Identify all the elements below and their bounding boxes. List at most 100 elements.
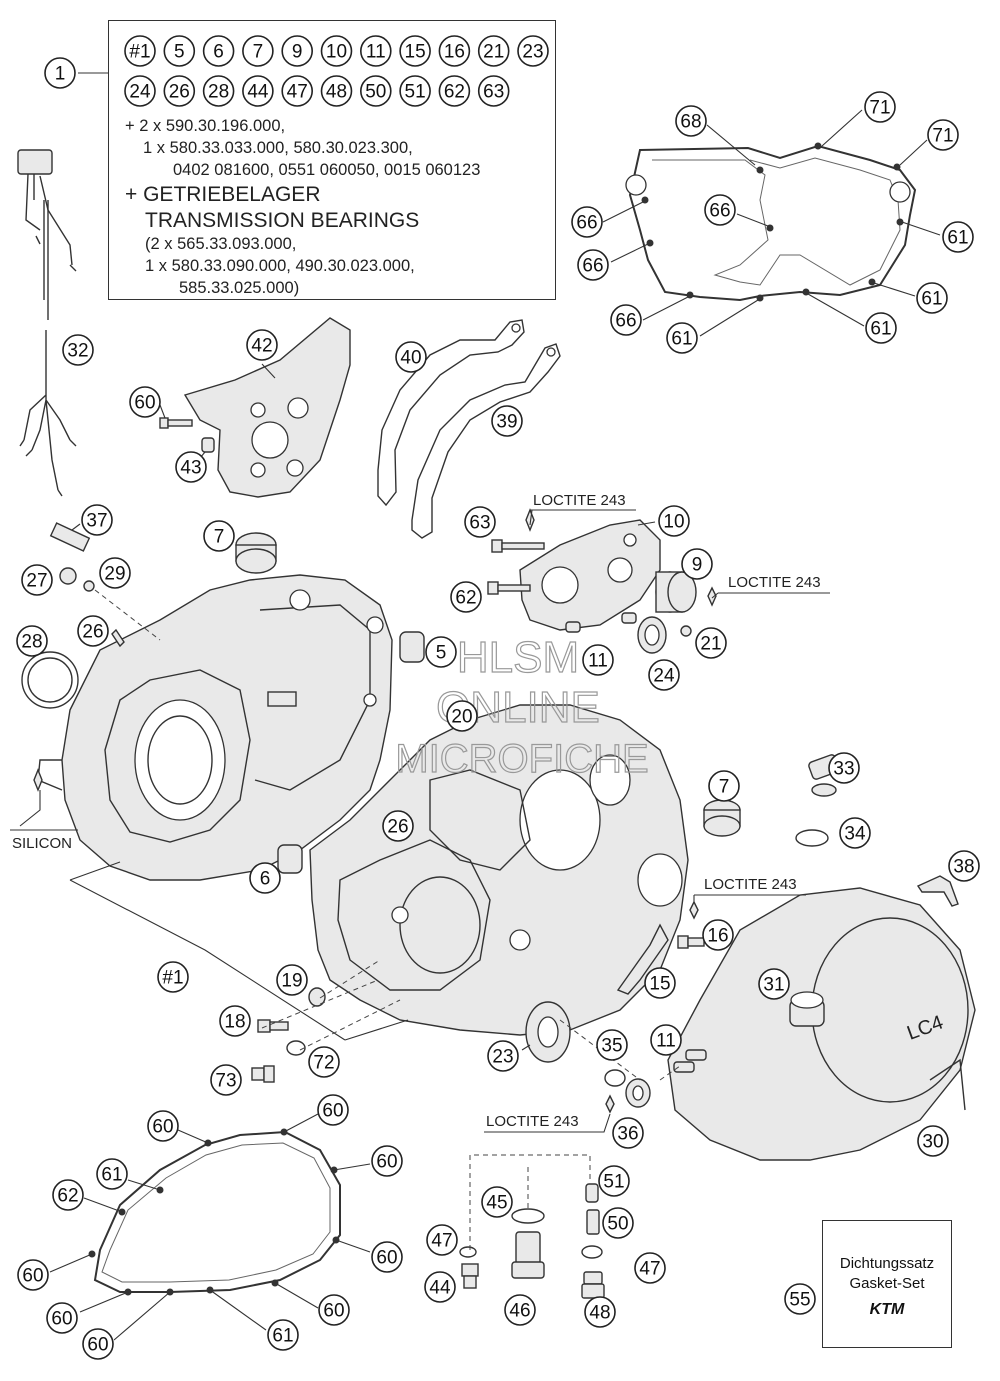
callout-19: 7 bbox=[203, 520, 235, 552]
svg-text:45: 45 bbox=[486, 1193, 507, 1214]
svg-text:29: 29 bbox=[104, 564, 125, 585]
oring-34 bbox=[795, 829, 829, 847]
svg-text:1: 1 bbox=[55, 64, 66, 85]
callout-60: 47 bbox=[426, 1224, 458, 1256]
kit-part-row1-9: 21 bbox=[477, 35, 510, 67]
callout-61: 60 bbox=[371, 1241, 403, 1273]
callout-16: 61 bbox=[666, 322, 698, 354]
needle-bearing-9 bbox=[655, 571, 697, 613]
kit-part-row1-0: #1 bbox=[124, 35, 156, 67]
svg-text:21: 21 bbox=[700, 634, 721, 655]
bolt-73 bbox=[251, 1065, 275, 1083]
svg-text:23: 23 bbox=[492, 1047, 513, 1068]
callout-0: 1 bbox=[44, 57, 76, 89]
kit-part-row1-2: 6 bbox=[202, 35, 235, 67]
callout-58: 45 bbox=[481, 1186, 513, 1218]
assembly-bracket-1 bbox=[69, 861, 409, 1041]
kit-part-row2-4: 47 bbox=[281, 75, 313, 107]
callout-36: 26 bbox=[382, 810, 414, 842]
svg-text:62: 62 bbox=[444, 82, 465, 103]
callout-8: 71 bbox=[864, 91, 896, 123]
callout-64: 44 bbox=[424, 1271, 456, 1303]
left-crankcase-half bbox=[19, 574, 393, 881]
svg-text:47: 47 bbox=[639, 1259, 660, 1280]
kit-part-row2-3: 44 bbox=[242, 75, 274, 107]
svg-text:11: 11 bbox=[366, 42, 386, 63]
svg-text:61: 61 bbox=[870, 319, 891, 340]
piston-51 bbox=[585, 1183, 599, 1203]
svg-text:38: 38 bbox=[953, 857, 974, 878]
kit-part-row2-9: 63 bbox=[477, 75, 510, 107]
svg-text:68: 68 bbox=[680, 112, 701, 133]
svg-text:60: 60 bbox=[22, 1266, 43, 1287]
oring-45 bbox=[511, 1208, 545, 1224]
svg-text:5: 5 bbox=[436, 643, 447, 664]
callout-63: 60 bbox=[17, 1259, 49, 1291]
callout-67: 55 bbox=[784, 1283, 816, 1315]
svg-text:27: 27 bbox=[26, 571, 47, 592]
bearing-holder-10 bbox=[519, 519, 661, 631]
svg-text:30: 30 bbox=[922, 1132, 943, 1153]
svg-text:50: 50 bbox=[607, 1214, 628, 1235]
assembly-dashline-a bbox=[261, 959, 401, 1051]
clip-15 bbox=[616, 923, 669, 995]
kit-part-row1-4: 9 bbox=[281, 35, 313, 67]
oil-strainer-46 bbox=[511, 1231, 545, 1279]
svg-text:50: 50 bbox=[365, 82, 386, 103]
silicon-label: SILICON bbox=[10, 829, 78, 852]
callout-37: 6 bbox=[249, 862, 281, 894]
callout-68: 60 bbox=[318, 1294, 350, 1326]
svg-text:71: 71 bbox=[932, 126, 953, 147]
kit-part-row1-5: 10 bbox=[320, 35, 353, 67]
callout-27: 28 bbox=[16, 625, 48, 657]
callout-55: 61 bbox=[96, 1158, 128, 1190]
svg-text:63: 63 bbox=[483, 82, 504, 103]
callout-65: 46 bbox=[504, 1294, 536, 1326]
svg-text:51: 51 bbox=[603, 1172, 624, 1193]
svg-text:LOCTITE 243: LOCTITE 243 bbox=[728, 574, 821, 591]
sprocket-cover-42 bbox=[183, 317, 351, 498]
disc-28 bbox=[21, 651, 79, 709]
bushing-7-upper bbox=[235, 532, 277, 574]
pins-11-lower bbox=[673, 1049, 707, 1073]
svg-text:7: 7 bbox=[253, 42, 264, 63]
bushing-5 bbox=[399, 631, 425, 663]
svg-text:73: 73 bbox=[215, 1071, 236, 1092]
note-line-5: TRANSMISSION BEARINGS bbox=[145, 209, 420, 232]
svg-text:7: 7 bbox=[719, 777, 730, 798]
svg-text:#1: #1 bbox=[162, 968, 183, 989]
callout-49: 73 bbox=[210, 1064, 242, 1096]
bracket-39 bbox=[411, 343, 561, 539]
svg-text:9: 9 bbox=[692, 555, 703, 576]
kit-part-row1-3: 7 bbox=[242, 35, 274, 67]
svg-text:66: 66 bbox=[576, 213, 597, 234]
svg-text:18: 18 bbox=[224, 1012, 245, 1033]
gasket-set-line-2: Gasket-Set bbox=[849, 1275, 925, 1292]
svg-text:42: 42 bbox=[251, 336, 272, 357]
svg-text:9: 9 bbox=[292, 42, 303, 63]
svg-text:21: 21 bbox=[483, 42, 504, 63]
svg-text:66: 66 bbox=[615, 311, 636, 332]
svg-text:7: 7 bbox=[214, 527, 225, 548]
note-line-2: 1 x 580.33.033.000, 580.30.023.300, bbox=[143, 139, 413, 157]
kit-part-row1-7: 15 bbox=[399, 35, 431, 67]
callout-12: 66 bbox=[577, 249, 609, 281]
callout-7: 68 bbox=[675, 105, 707, 137]
svg-text:16: 16 bbox=[707, 926, 728, 947]
svg-text:16: 16 bbox=[444, 42, 465, 63]
svg-text:15: 15 bbox=[649, 974, 670, 995]
kit-part-row2-5: 48 bbox=[320, 75, 353, 107]
svg-text:60: 60 bbox=[134, 393, 155, 414]
callout-46: 35 bbox=[596, 1029, 628, 1061]
bolt-18 bbox=[257, 1019, 289, 1033]
callout-53: 60 bbox=[147, 1110, 179, 1142]
bracket-40 bbox=[377, 319, 525, 507]
washer-72 bbox=[286, 1040, 306, 1056]
callout-41: 19 bbox=[276, 964, 308, 996]
screw-21 bbox=[680, 586, 717, 637]
svg-text:28: 28 bbox=[21, 632, 42, 653]
svg-text:66: 66 bbox=[582, 256, 603, 277]
callout-21: 10 bbox=[658, 505, 690, 537]
